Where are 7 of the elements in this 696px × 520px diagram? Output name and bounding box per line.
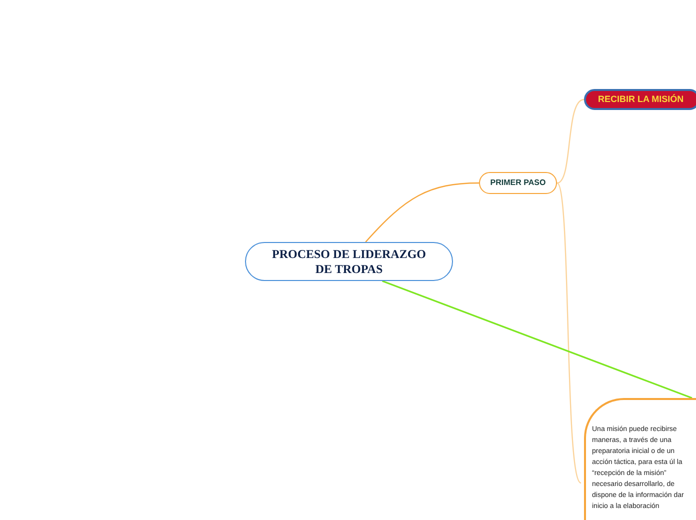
connector-line: [556, 182, 582, 484]
topic-box: PROCESO DE LIDERAZGO DE TROPAS: [245, 242, 453, 281]
connector-line: [382, 280, 692, 399]
topic-box: RECIBIR LA MISIÓN: [584, 89, 696, 110]
connector-line: [365, 182, 480, 242]
topic-box: PRIMER PASO: [479, 172, 557, 194]
connector-line: [556, 98, 584, 184]
